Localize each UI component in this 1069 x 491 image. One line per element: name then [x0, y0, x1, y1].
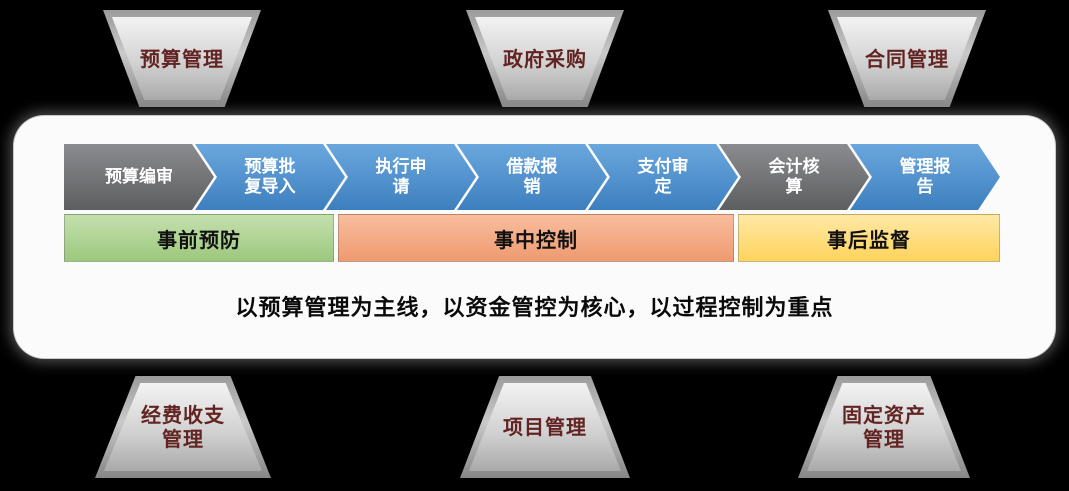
step-label: 预算批复导入	[244, 156, 296, 197]
control-phases: 事前预防 事中控制 事后监督	[64, 214, 1000, 262]
process-panel: 预算编审 预算批复导入 执行申请 借款报销 支付审定 会计核算 管理报告	[14, 116, 1055, 358]
step-payment-approval: 支付审定	[588, 144, 738, 210]
phase-in-process-control: 事中控制	[338, 214, 734, 262]
step-loan-reimbursement: 借款报销	[457, 144, 607, 210]
step-budget-approval-import: 预算批复导入	[195, 144, 345, 210]
module-funds-income-expense-management: 经费收支管理	[95, 376, 271, 478]
step-management-report: 管理报告	[850, 144, 1000, 210]
phase-pre-prevention: 事前预防	[64, 214, 334, 262]
step-label: 借款报销	[506, 156, 558, 197]
module-fixed-assets-management: 固定资产管理	[798, 376, 970, 478]
phase-post-supervision: 事后监督	[738, 214, 1000, 262]
module-contract-management: 合同管理	[828, 10, 986, 107]
step-budget-compilation-review: 预算编审	[64, 144, 214, 210]
phase-label: 事中控制	[494, 227, 578, 252]
phase-label: 事后监督	[827, 227, 911, 252]
module-budget-management: 预算管理	[103, 10, 261, 107]
module-label: 预算管理	[140, 46, 224, 71]
step-execution-request: 执行申请	[326, 144, 476, 210]
step-label: 执行申请	[375, 156, 427, 197]
step-label: 管理报告	[899, 156, 951, 197]
module-label: 经费收支管理	[141, 403, 225, 451]
step-accounting: 会计核算	[719, 144, 869, 210]
step-label: 会计核算	[768, 156, 820, 197]
module-project-management: 项目管理	[460, 376, 630, 478]
caption-text: 以预算管理为主线，以资金管控为核心，以过程控制为重点	[235, 296, 834, 321]
phase-label: 事前预防	[157, 227, 241, 252]
module-government-procurement: 政府采购	[466, 10, 624, 107]
step-label: 预算编审	[105, 166, 173, 187]
module-label: 项目管理	[503, 415, 587, 439]
step-label: 支付审定	[637, 156, 689, 197]
module-label: 政府采购	[503, 46, 587, 71]
module-label: 固定资产管理	[842, 403, 926, 451]
module-label: 合同管理	[865, 46, 949, 71]
process-flow: 预算编审 预算批复导入 执行申请 借款报销 支付审定 会计核算 管理报告	[64, 144, 1000, 210]
